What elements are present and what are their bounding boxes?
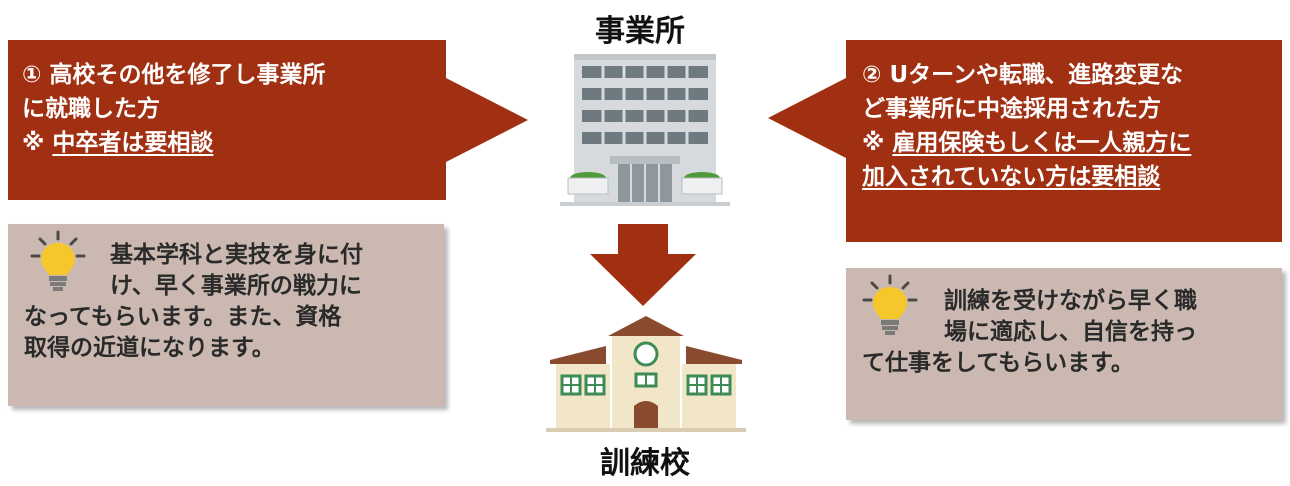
left-note-line1: 基本学科と実技を身に付 <box>110 242 363 268</box>
left-note-line4: 取得の近道になります。 <box>24 335 275 361</box>
down-pointing-arrow-shape <box>590 224 696 306</box>
lightbulb-icon <box>30 230 86 298</box>
right-arrow-note1: ※ 雇用保険もしくは一人親方に <box>862 126 1191 160</box>
left-note-underlined: 中卒者は要相談 <box>52 130 214 156</box>
down-arrow <box>590 224 696 306</box>
right-note-line3: て仕事をしてもらいます。 <box>862 350 1134 376</box>
school-label: 訓練校 <box>600 446 690 481</box>
left-arrow-note: ※ 中卒者は要相談 <box>22 126 325 160</box>
school-building-icon <box>546 316 746 436</box>
left-arrow-line1: ① 高校その他を修了し事業所 <box>22 62 326 88</box>
right-arrow-text: ② Uターンや転職、進路変更な ど事業所に中途採用された方 ※ 雇用保険もしくは… <box>862 58 1191 194</box>
lightbulb-icon <box>862 274 918 342</box>
right-pointing-arrow-shape <box>8 40 528 200</box>
right-note-text: 訓練を受けながら早く職 場に適応し、自信を持っ て仕事をしてもらいます。 <box>862 286 1276 379</box>
right-note-line1: 訓練を受けながら早く職 <box>944 288 1197 314</box>
left-note-box <box>8 224 444 406</box>
left-arrow-box <box>8 40 528 200</box>
left-note-prefix: ※ <box>22 130 53 156</box>
right-arrow-note2: 加入されていない方は要相談 <box>862 160 1191 194</box>
left-note-text: 基本学科と実技を身に付 け、早く事業所の戦力に なってもらいます。また、資格 取… <box>24 240 438 364</box>
left-note-line2: け、早く事業所の戦力に <box>110 273 362 299</box>
right-note-underlined-1: 雇用保険もしくは一人親方に <box>892 130 1192 156</box>
left-arrow-line2: に就職した方 <box>22 96 160 122</box>
right-arrow-line2: ど事業所に中途採用された方 <box>862 96 1161 122</box>
right-arrow-line1: ② Uターンや転職、進路変更な <box>862 62 1184 88</box>
left-pointing-arrow-shape <box>768 40 1282 242</box>
right-note-underlined-2: 加入されていない方は要相談 <box>862 164 1161 190</box>
office-building-icon <box>560 52 730 212</box>
left-note-line3: なってもらいます。また、資格 <box>24 304 342 330</box>
right-note-line2: 場に適応し、自信を持っ <box>944 319 1197 345</box>
right-note-box <box>846 268 1282 420</box>
office-label: 事業所 <box>595 14 685 49</box>
right-arrow-box <box>768 40 1282 242</box>
right-note-prefix: ※ <box>862 130 893 156</box>
left-arrow-text: ① 高校その他を修了し事業所 に就職した方 ※ 中卒者は要相談 <box>22 58 325 160</box>
